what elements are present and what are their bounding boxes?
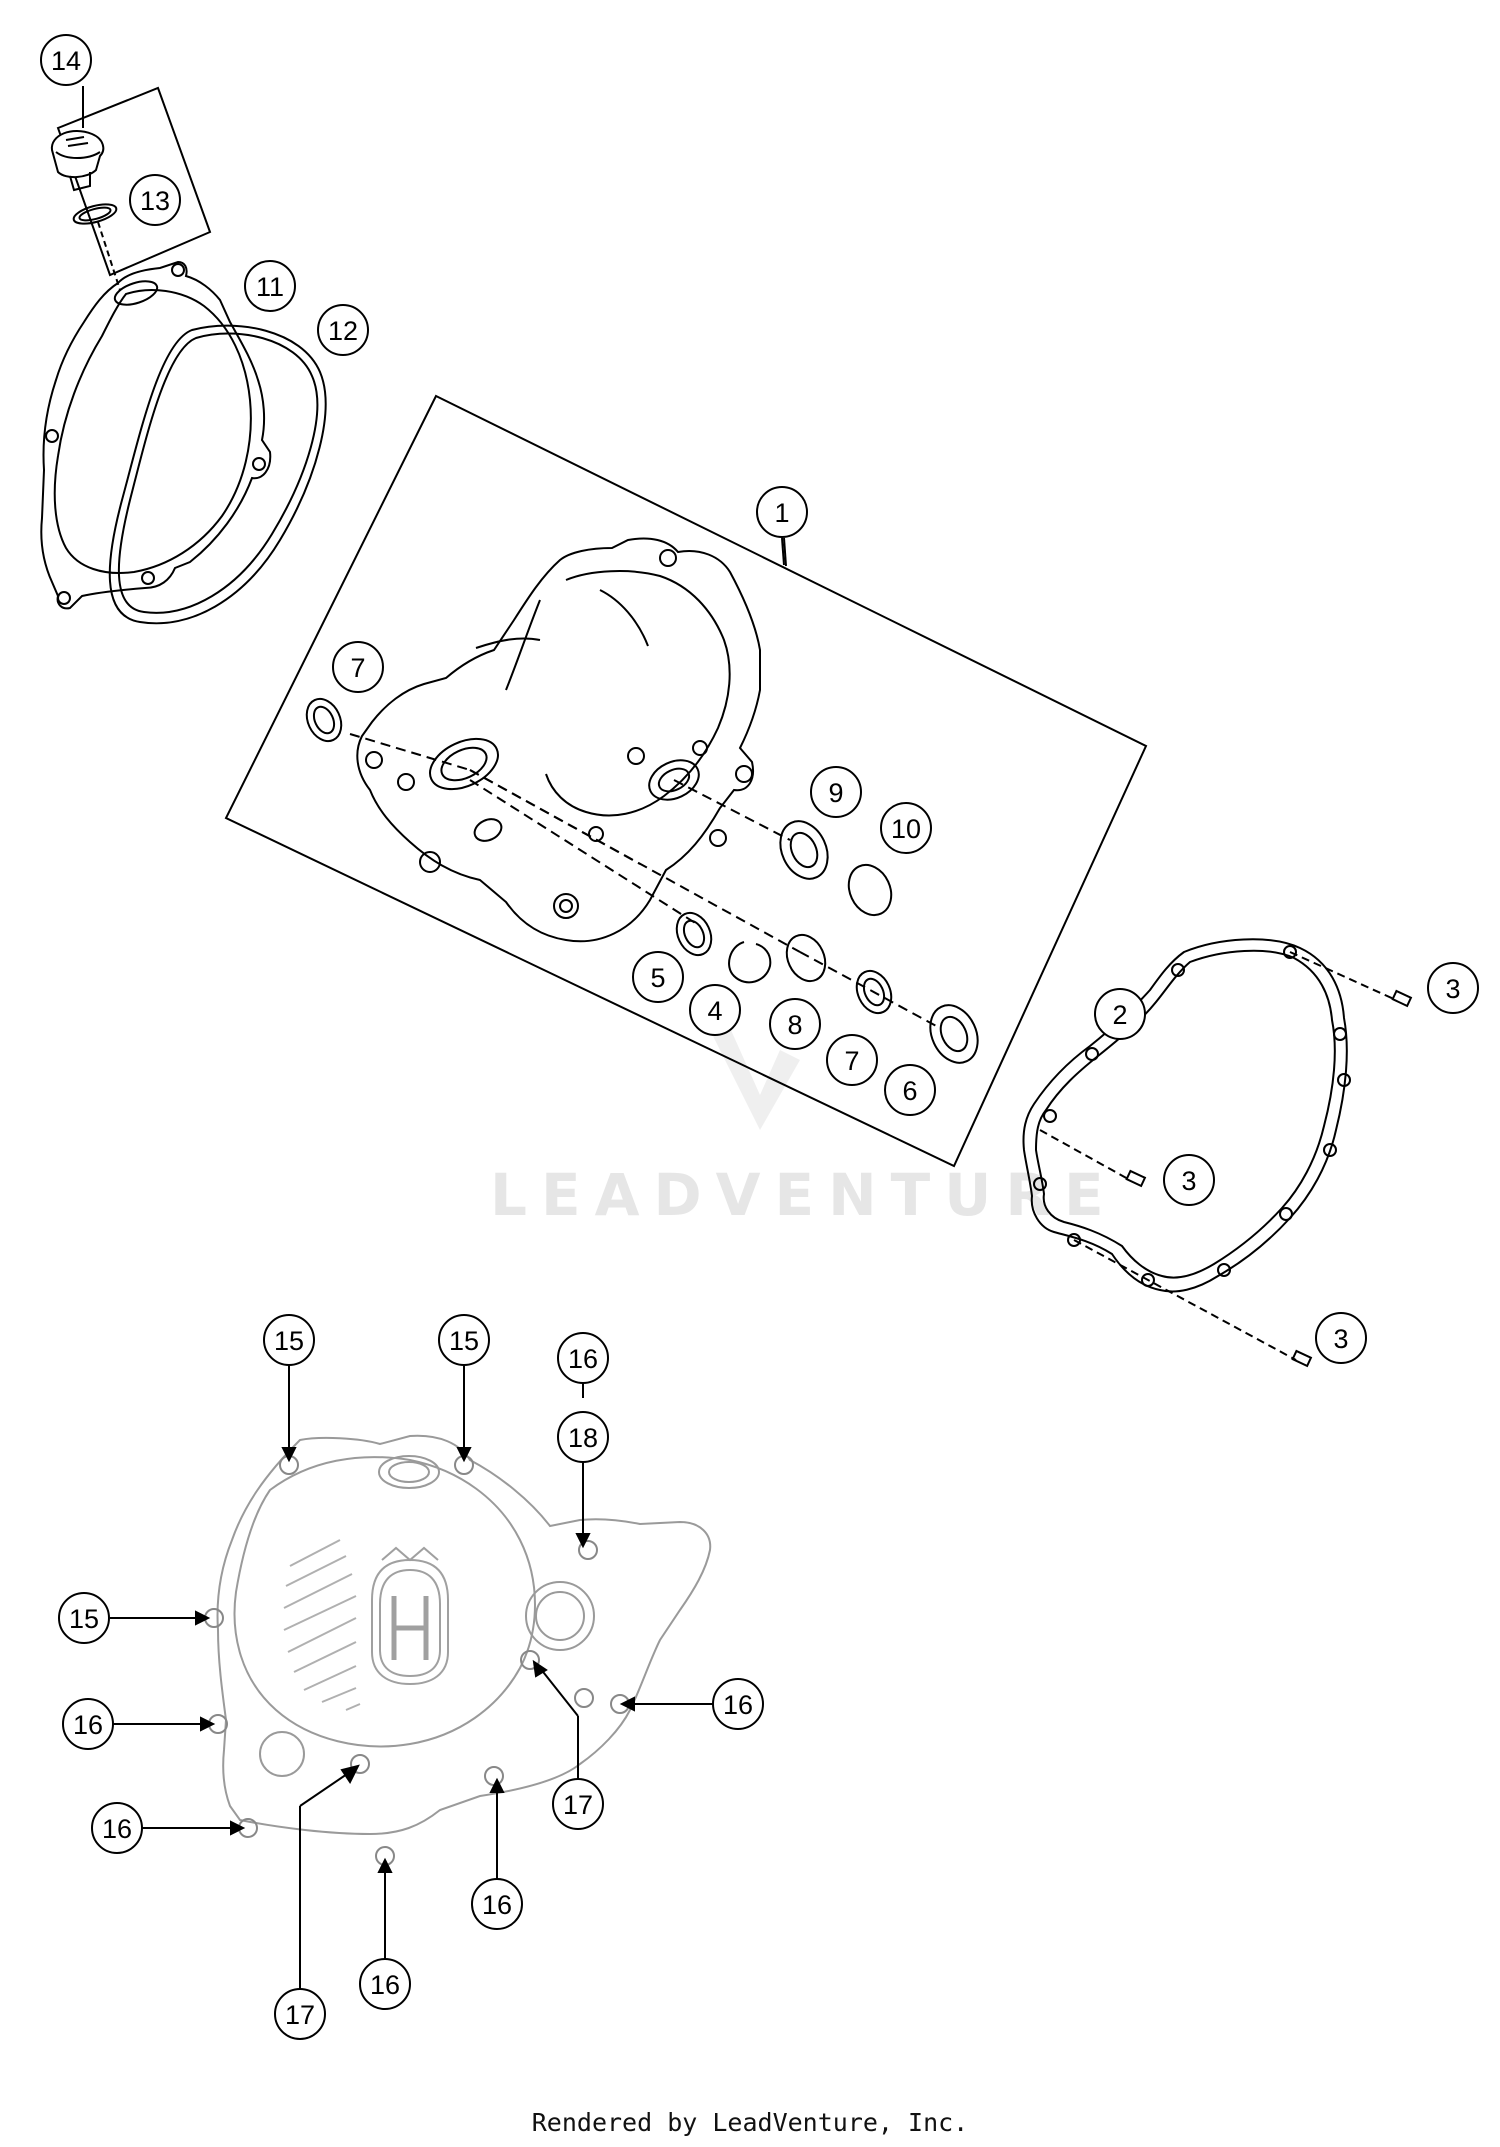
bearing-6-icon — [929, 1004, 979, 1064]
svg-text:16: 16 — [102, 1814, 132, 1844]
outer-cover-group — [204, 1434, 712, 1866]
svg-text:15: 15 — [274, 1326, 304, 1356]
ring-8-icon — [785, 933, 827, 983]
oil-plug-box — [56, 86, 212, 277]
svg-text:12: 12 — [328, 316, 358, 346]
o-ring-13-icon — [72, 203, 118, 225]
husqvarna-logo-icon — [371, 1546, 449, 1686]
callout-4: 4 — [689, 984, 741, 1036]
callout-16-right: 16 — [712, 1678, 764, 1730]
svg-text:7: 7 — [844, 1046, 859, 1076]
watermark-text: LEADVENTURE — [490, 1161, 1118, 1229]
outer-clutch-cover-icon — [40, 260, 272, 610]
svg-text:16: 16 — [482, 1890, 512, 1920]
circlip-10-icon — [847, 863, 893, 917]
callout-3-top: 3 — [1427, 962, 1479, 1014]
clutch-housing-icon — [356, 537, 761, 943]
callout-7-top: 7 — [332, 641, 384, 693]
svg-text:18: 18 — [568, 1423, 598, 1453]
outer-cover-icon — [216, 1434, 712, 1836]
callout-3-bottom: 3 — [1315, 1312, 1367, 1364]
seal-7-top-icon — [305, 697, 343, 743]
svg-text:3: 3 — [1445, 974, 1460, 1004]
callout-15-left: 15 — [58, 1592, 110, 1644]
svg-text:5: 5 — [650, 963, 665, 993]
svg-text:3: 3 — [1333, 1324, 1348, 1354]
svg-text:8: 8 — [787, 1010, 802, 1040]
callout-6: 6 — [884, 1064, 936, 1116]
svg-text:11: 11 — [256, 272, 284, 302]
callout-8: 8 — [769, 998, 821, 1050]
callout-13: 13 — [129, 174, 181, 226]
outer-clutch-cover-group — [40, 260, 327, 625]
cover-gasket-icon — [1022, 938, 1348, 1293]
clutch-cover-assembly-group — [224, 394, 1148, 1168]
svg-text:10: 10 — [891, 814, 921, 844]
svg-text:3: 3 — [1181, 1166, 1196, 1196]
svg-text:14: 14 — [51, 46, 81, 76]
callout-9: 9 — [810, 766, 862, 818]
svg-text:9: 9 — [828, 778, 843, 808]
seal-5-icon — [675, 911, 713, 957]
callout-3-mid: 3 — [1163, 1154, 1215, 1206]
bearing-9-icon — [779, 820, 829, 880]
svg-text:15: 15 — [449, 1326, 479, 1356]
circlip-4-icon — [728, 941, 772, 984]
callout-16-left-mid: 16 — [62, 1698, 114, 1750]
svg-text:6: 6 — [902, 1076, 917, 1106]
svg-text:2: 2 — [1112, 1000, 1127, 1030]
svg-text:16: 16 — [370, 1970, 400, 2000]
callouts: 14 13 11 12 1 7 9 10 5 4 8 7 6 2 3 3 3 1… — [40, 34, 1479, 2040]
watermark: LEADVENTURE — [490, 1010, 1118, 1229]
callout-16-left-bottom: 16 — [91, 1802, 143, 1854]
callout-16-bottom: 16 — [359, 1958, 411, 2010]
cover-fins — [283, 1539, 361, 1711]
dowel-pin-icons — [1125, 989, 1413, 1368]
svg-text:17: 17 — [285, 2000, 315, 2030]
seal-7-bottom-icon — [855, 969, 893, 1015]
oil-filler-plug-icon — [50, 130, 105, 192]
callout-2: 2 — [1094, 988, 1146, 1040]
callout-17-right: 17 — [552, 1778, 604, 1830]
callout-18: 18 — [557, 1411, 609, 1463]
footer-credit: Rendered by LeadVenture, Inc. — [531, 2108, 969, 2137]
callout-12: 12 — [317, 304, 369, 356]
svg-text:15: 15 — [69, 1604, 99, 1634]
callout-5: 5 — [632, 951, 684, 1003]
callout-16-bottom-right: 16 — [471, 1878, 523, 1930]
callout-10: 10 — [880, 802, 932, 854]
callout-1: 1 — [756, 486, 808, 538]
callout-14: 14 — [40, 34, 92, 86]
callout-16-top: 16 — [557, 1332, 609, 1384]
callout-15-right-top: 15 — [438, 1314, 490, 1366]
svg-text:13: 13 — [140, 186, 170, 216]
leader-lines — [82, 86, 785, 1990]
callout-7-bottom: 7 — [826, 1034, 878, 1086]
cover-gasket-group — [1022, 938, 1413, 1368]
svg-text:16: 16 — [568, 1344, 598, 1374]
svg-text:17: 17 — [563, 1790, 593, 1820]
svg-text:4: 4 — [707, 996, 722, 1026]
callout-11: 11 — [244, 260, 296, 312]
gasket-ring-12-icon — [108, 324, 327, 625]
callout-17-left: 17 — [274, 1988, 326, 2040]
svg-text:16: 16 — [73, 1710, 103, 1740]
assembly-box — [224, 394, 1148, 1168]
svg-text:16: 16 — [723, 1690, 753, 1720]
svg-text:1: 1 — [774, 498, 789, 528]
svg-text:7: 7 — [350, 653, 365, 683]
oil-plug-group — [50, 86, 212, 291]
callout-15-left-top: 15 — [263, 1314, 315, 1366]
